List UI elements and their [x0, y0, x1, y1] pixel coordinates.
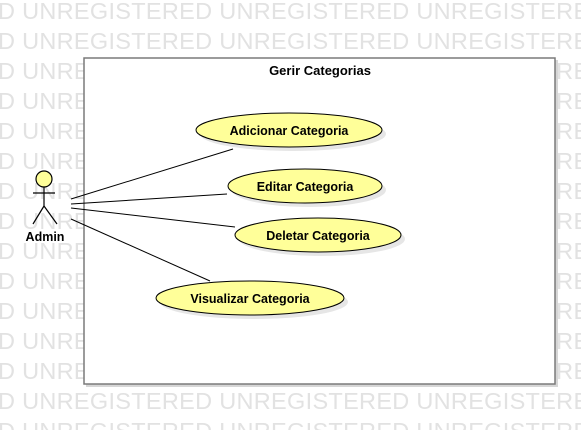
association-deletar[interactable]: [70, 207, 236, 228]
use-case-label: Editar Categoria: [257, 180, 355, 194]
use-case-label: Deletar Categoria: [266, 229, 371, 243]
system-title: Gerir Categorias: [269, 63, 371, 78]
use-case-visualizar-categoria[interactable]: Visualizar Categoria: [155, 280, 348, 319]
use-case-ellipse: [195, 112, 383, 148]
association-visualizar[interactable]: [70, 218, 211, 282]
watermark-text: D UNREGISTERED UNREGISTERED UNREGISTERED…: [0, 28, 581, 54]
use-case-ellipse: [234, 217, 402, 253]
use-case-label: Visualizar Categoria: [190, 292, 310, 306]
associations: [70, 148, 236, 282]
actor-admin[interactable]: [32, 170, 58, 225]
actor-right-leg: [43, 205, 58, 225]
use-case-label: Adicionar Categoria: [230, 124, 350, 138]
watermark-text: D UNREGISTERED UNREGISTERED UNREGISTERED…: [0, 0, 581, 24]
watermark-text: D UNREGISTERED UNREGISTERED UNREGISTERED…: [0, 388, 581, 414]
use-case-ellipse: [227, 168, 383, 204]
use-case-editar-categoria[interactable]: Editar Categoria: [227, 168, 386, 207]
actor-head: [35, 170, 53, 188]
actor-label: Admin: [26, 230, 65, 244]
use-case-adicionar-categoria[interactable]: Adicionar Categoria: [195, 112, 386, 151]
association-adicionar[interactable]: [70, 148, 234, 200]
watermark-text: D UNREGISTERED UNREGISTERED UNREGISTERED…: [0, 418, 581, 430]
actor-left-leg: [32, 205, 45, 225]
use-case-deletar-categoria[interactable]: Deletar Categoria: [234, 217, 405, 256]
use-case-ellipse: [155, 280, 345, 316]
association-editar[interactable]: [70, 193, 228, 205]
